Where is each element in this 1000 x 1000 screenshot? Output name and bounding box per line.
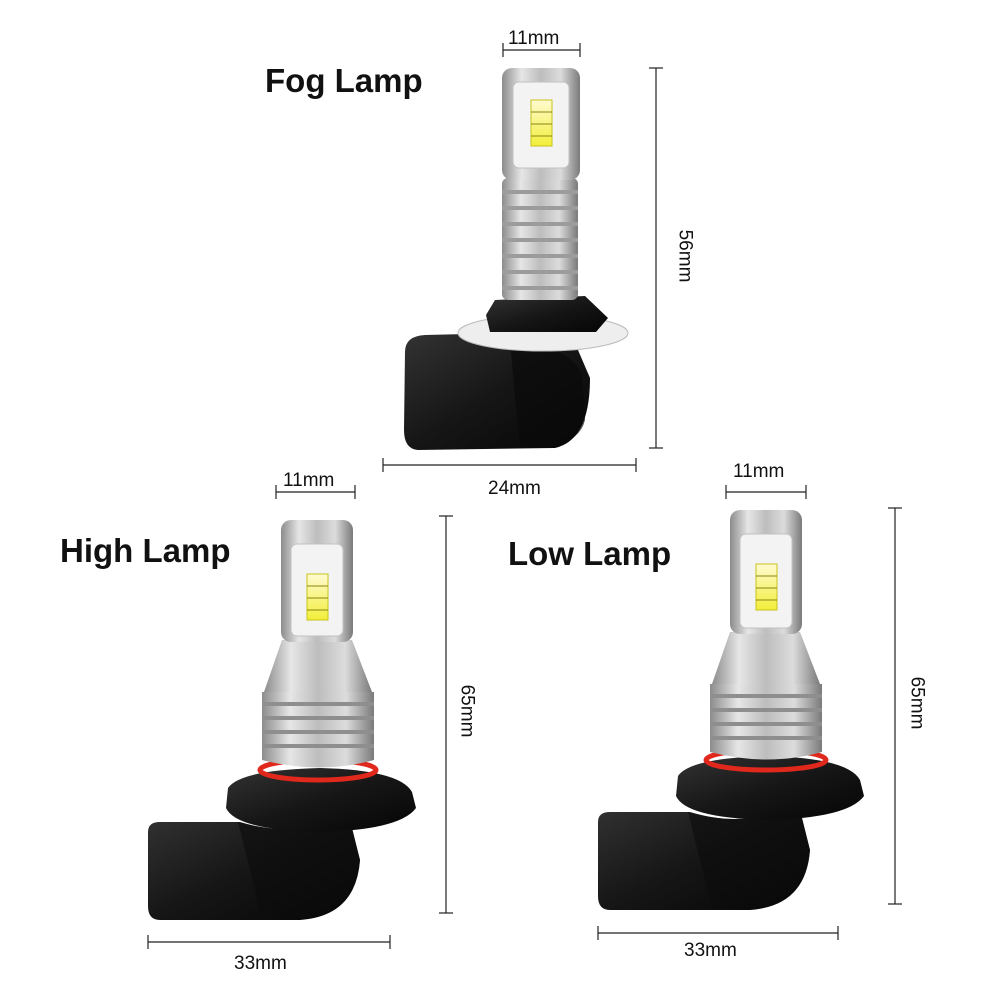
high-lamp-title: High Lamp [60, 532, 231, 569]
low-lamp-title: Low Lamp [508, 535, 672, 572]
low-base-label: 33mm [684, 940, 737, 961]
fog-top-width-label: 11mm [508, 28, 560, 49]
high-base-label: 33mm [234, 953, 287, 974]
low-lamp-bulb [598, 510, 864, 910]
fog-lamp-bulb [404, 68, 629, 450]
dimension-lines [147, 43, 902, 949]
fog-base-label: 24mm [488, 478, 541, 499]
high-top-width-label: 11mm [283, 470, 335, 491]
fog-lamp-title: Fog Lamp [265, 62, 423, 99]
low-top-width-label: 11mm [733, 461, 785, 482]
high-lamp-bulb [148, 520, 416, 920]
